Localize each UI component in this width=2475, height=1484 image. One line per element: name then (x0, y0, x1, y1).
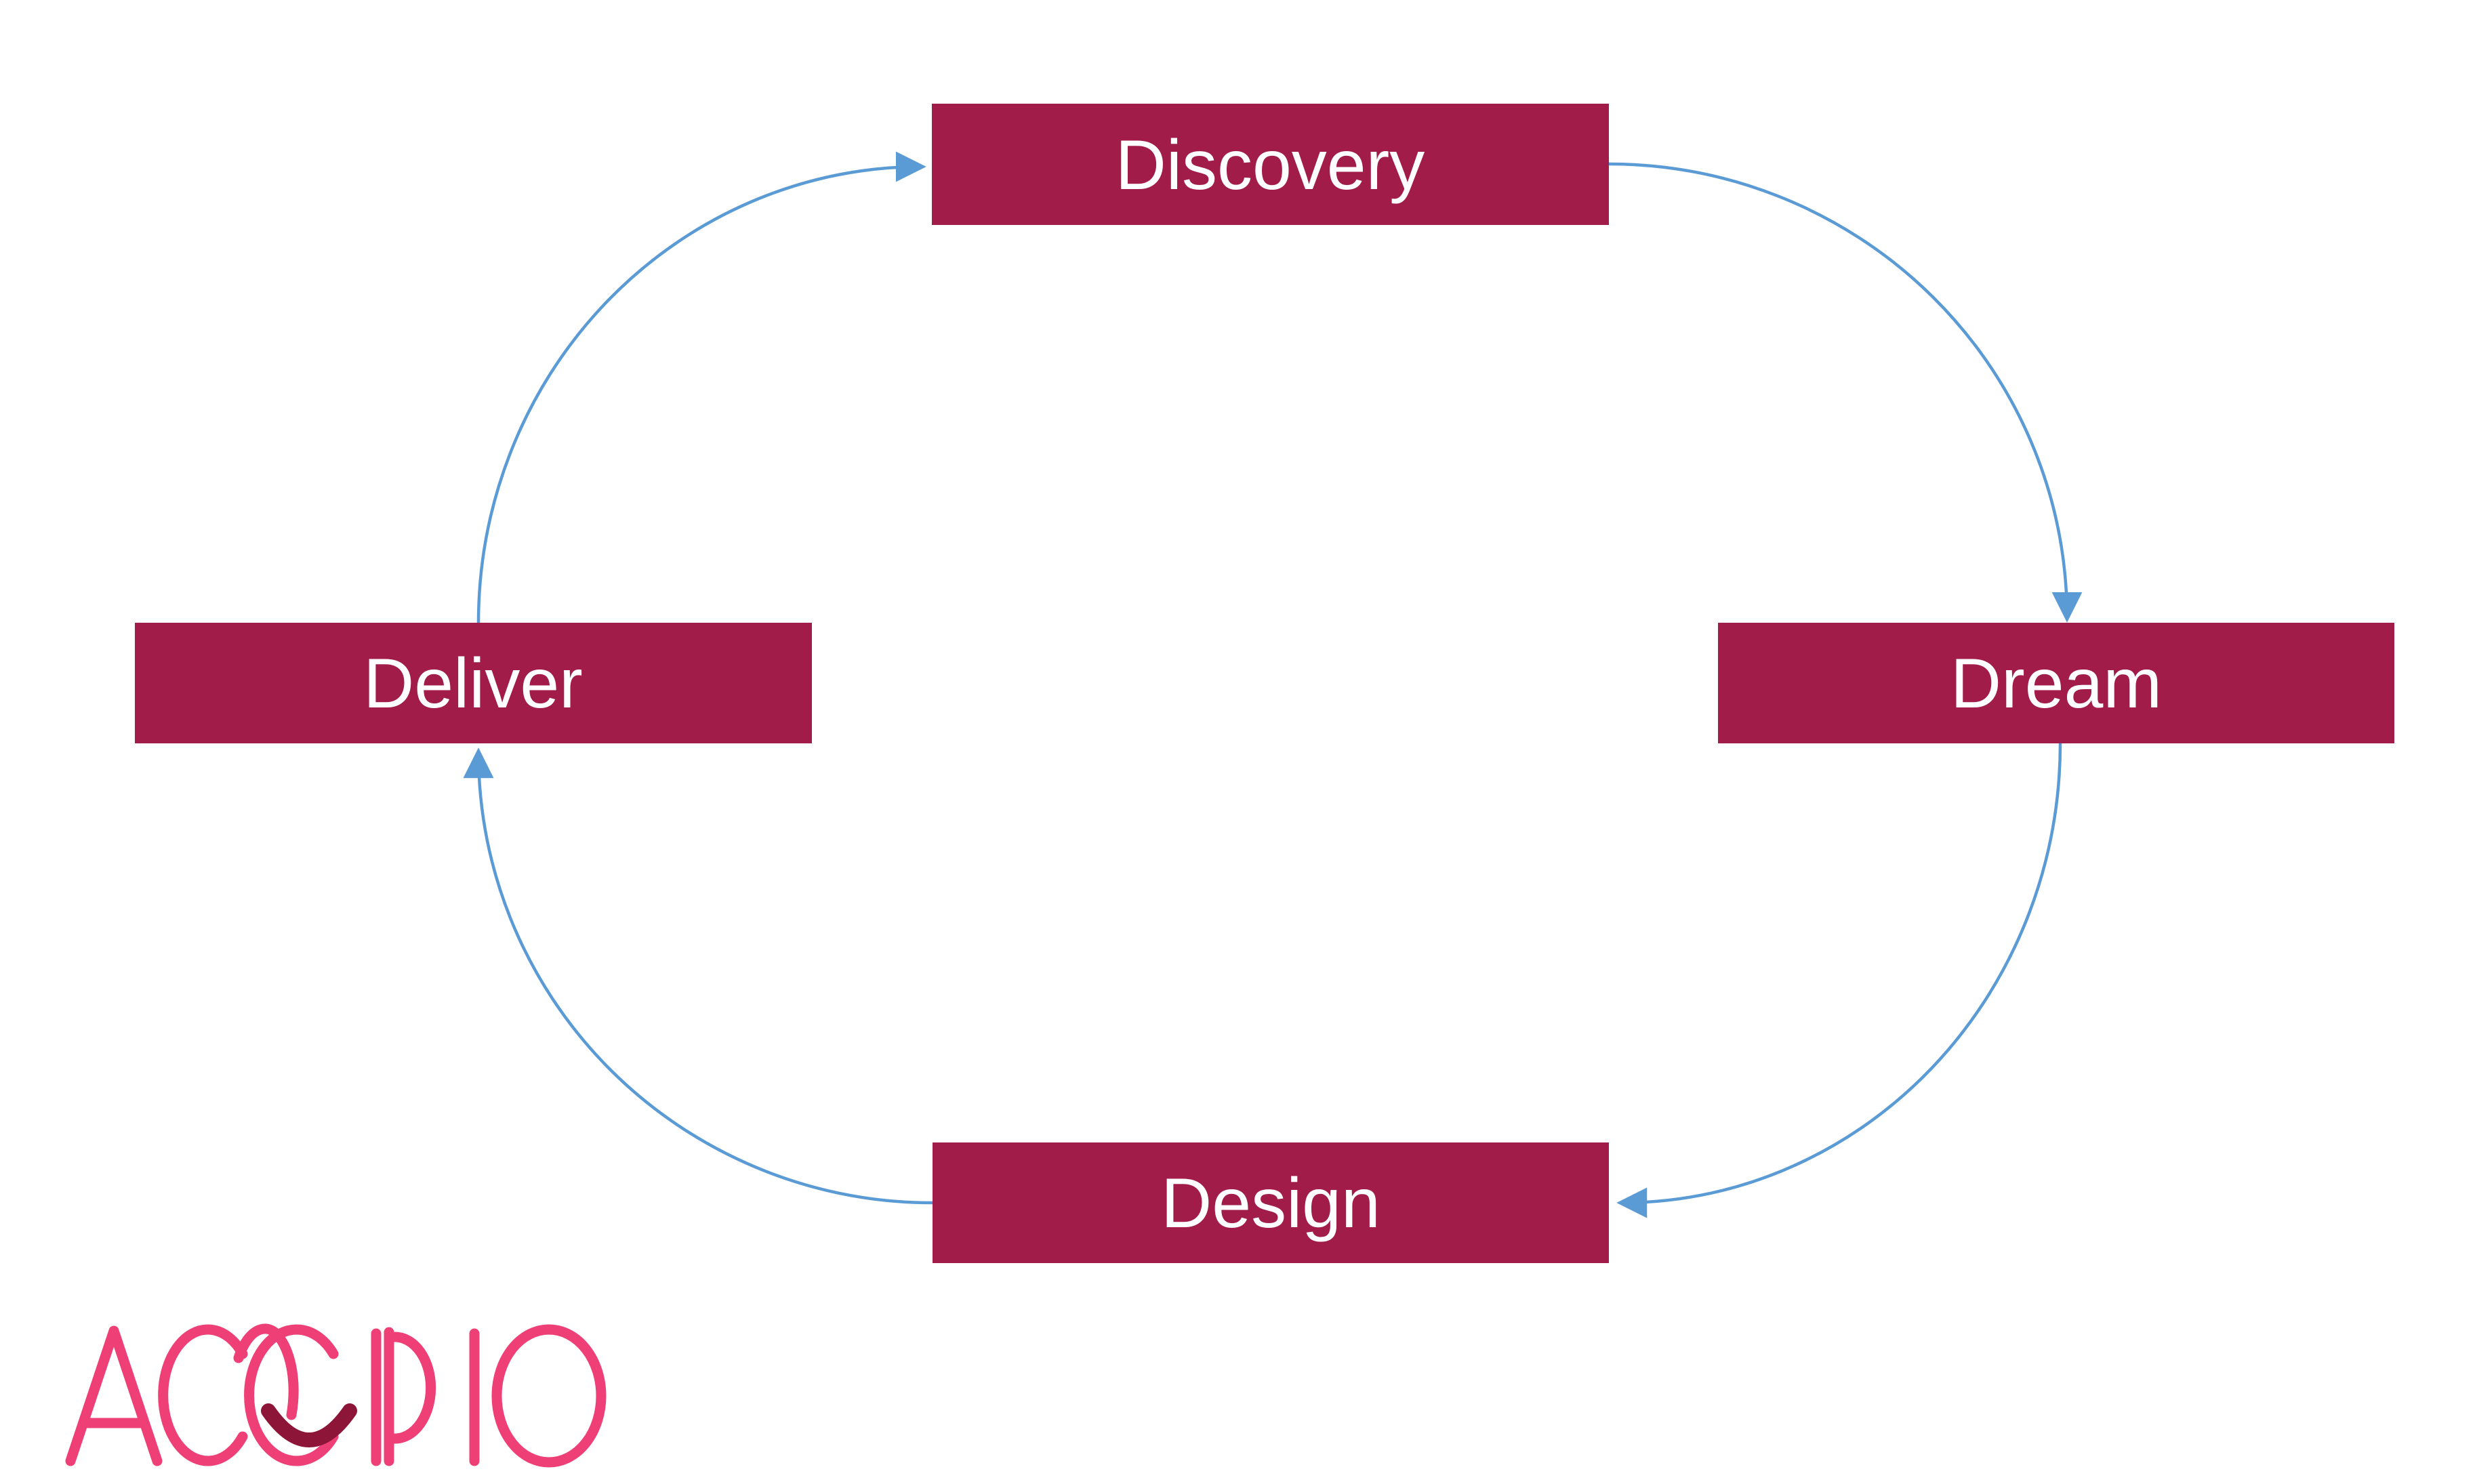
node-discovery-label: Discovery (1116, 126, 1425, 205)
node-discovery: Discovery (932, 104, 1609, 225)
logo-letter-p-bowl (384, 1332, 436, 1444)
accipio-logo (65, 1323, 607, 1468)
logo-letter-c2 (244, 1324, 339, 1466)
node-deliver: Deliver (135, 623, 812, 743)
connector-deliver-to-discovery (476, 151, 926, 623)
logo-letter-a (65, 1325, 163, 1466)
connector-design-to-deliver (463, 747, 933, 1205)
connector-discovery-to-dream (1608, 162, 2083, 623)
node-dream-box (1718, 623, 2394, 743)
nodes: Discovery Dream Design Deliver (135, 104, 2394, 1263)
node-design: Design (933, 1142, 1609, 1263)
node-deliver-box (135, 623, 812, 743)
node-design-label: Design (1161, 1164, 1380, 1243)
logo-smile-icon (261, 1403, 357, 1447)
node-dream: Dream (1718, 623, 2394, 743)
connectors (463, 151, 2083, 1218)
connector-dream-to-design (1616, 743, 2062, 1218)
node-discovery-box (932, 104, 1609, 225)
logo-letter-o (491, 1324, 607, 1468)
logo-letter-c1 (158, 1324, 248, 1466)
node-dream-label: Dream (1950, 644, 2162, 723)
node-design-box (933, 1142, 1609, 1263)
node-deliver-label: Deliver (363, 644, 583, 723)
